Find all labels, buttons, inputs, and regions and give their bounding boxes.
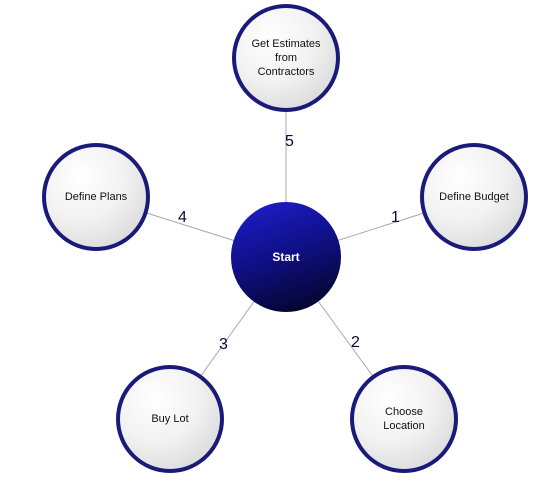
step-label-4: 4: [178, 209, 187, 226]
node-define-plans-label: Define Plans: [64, 191, 128, 203]
step-label-5: 5: [285, 133, 294, 150]
step-label-3: 3: [219, 336, 228, 353]
node-get-estimates-label: Get Estimates from Contractors: [251, 38, 321, 78]
step-label-1: 1: [391, 209, 400, 226]
node-define-plans[interactable]: Define Plans: [42, 143, 150, 251]
node-get-estimates[interactable]: Get Estimates from Contractors: [232, 4, 340, 112]
node-start-label: Start: [272, 250, 300, 264]
node-buy-lot-label: Buy Lot: [151, 413, 189, 425]
node-define-budget[interactable]: Define Budget: [420, 143, 528, 251]
node-start[interactable]: Start: [231, 202, 341, 312]
node-define-budget-label: Define Budget: [439, 191, 509, 203]
node-choose-location[interactable]: Choose Location: [350, 365, 458, 473]
step-label-2: 2: [351, 334, 360, 351]
node-buy-lot[interactable]: Buy Lot: [116, 365, 224, 473]
node-choose-location-label: Choose Location: [383, 406, 425, 432]
